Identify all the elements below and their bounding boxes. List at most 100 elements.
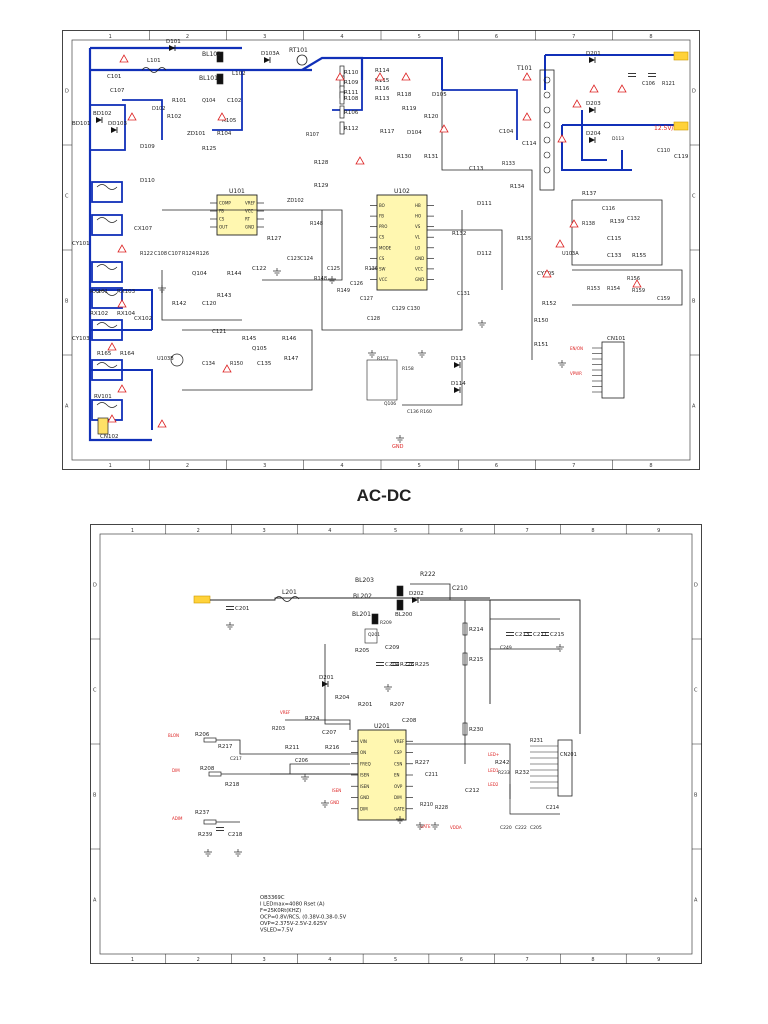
part-label: R106 — [344, 110, 359, 116]
part-label: R237 — [195, 810, 210, 816]
inductor — [274, 596, 300, 602]
part-label: BL203 — [355, 577, 374, 584]
design-note: F=25K0Rt(KHZ) — [260, 908, 301, 914]
part-label: Q104 — [192, 271, 207, 277]
part-label: R152 — [542, 301, 556, 307]
part-label: C210 — [452, 585, 468, 592]
warning-icon — [127, 112, 137, 121]
grid-marker: C — [694, 688, 698, 694]
pin-label: MODE — [379, 245, 392, 250]
part-label: BL200 — [395, 612, 413, 618]
grid-marker: 7 — [572, 34, 575, 40]
part-label: C123 — [287, 256, 300, 262]
part-label: R239 — [198, 832, 213, 838]
part-label: U103A — [562, 251, 579, 257]
inductor — [96, 264, 118, 270]
part-label: R230 — [469, 727, 484, 733]
grid-marker: 8 — [591, 957, 594, 963]
inductor — [96, 322, 118, 328]
part-label: R119 — [402, 106, 417, 112]
part-label: R204 — [335, 695, 350, 701]
part-label: R104 — [217, 131, 232, 137]
grid-marker: 8 — [649, 463, 652, 469]
part-label: R208 — [200, 766, 215, 772]
part-label: Q104 — [202, 98, 215, 104]
part-label: R216 — [325, 745, 340, 751]
part-label: C212 — [465, 788, 479, 794]
pin-label: ISEN — [360, 773, 369, 778]
winding — [543, 136, 551, 144]
ferrite-bead — [216, 51, 224, 63]
warning-icon — [107, 414, 117, 423]
part-label: R225 — [415, 662, 430, 668]
part-label: R209 — [380, 620, 392, 626]
warning-icon — [522, 112, 532, 121]
part-label: DD103 — [108, 121, 127, 127]
part-label: C101 — [107, 74, 121, 80]
wire — [427, 229, 503, 290]
ic-chip — [376, 194, 428, 291]
wire — [362, 57, 443, 90]
pin-label: EN — [394, 773, 400, 778]
part-label: C113 — [469, 166, 484, 172]
grid-marker: C — [692, 194, 696, 200]
design-note: OCP=0.8V/RCS, (0.38V-0.38-0.5V — [260, 915, 347, 921]
part-label: Q106 — [384, 401, 396, 407]
part-label: R110 — [344, 70, 359, 76]
part-label: C129 — [392, 306, 405, 312]
part-label: U201 — [374, 723, 390, 730]
pin-label: SW — [379, 266, 386, 271]
part-label: R224 — [305, 716, 320, 722]
part-label: C133 — [607, 253, 622, 259]
warning-icon — [572, 99, 582, 108]
pin-label: FB — [219, 209, 224, 214]
part-label: C106 — [642, 81, 655, 87]
grid-marker: 2 — [186, 34, 189, 40]
part-label: R111 — [344, 90, 358, 96]
part-label: R158 — [402, 366, 414, 372]
part-label: R109 — [344, 80, 359, 86]
grid-marker: B — [694, 793, 698, 799]
part-label: C205 — [530, 825, 542, 831]
part-label: C213 — [515, 632, 530, 638]
part-label: L102 — [232, 71, 246, 77]
part-label: D114 — [451, 381, 466, 387]
part-label: R231 — [530, 738, 543, 744]
part-label: R201 — [358, 702, 372, 708]
part-label: R151 — [534, 342, 548, 348]
diode — [589, 107, 595, 113]
design-note: OB3369C — [260, 895, 285, 901]
pin-label: CS — [219, 217, 225, 222]
part-label: R130 — [397, 154, 412, 160]
wire — [509, 784, 560, 815]
part-label: R242 — [495, 760, 509, 766]
grid-marker: 3 — [262, 957, 265, 963]
transformer — [539, 69, 555, 191]
block — [366, 359, 398, 401]
grid-marker: 2 — [186, 463, 189, 469]
part-label: R113 — [375, 96, 390, 102]
resistor — [203, 819, 217, 825]
diode — [111, 127, 117, 133]
part-label: C107 — [110, 88, 125, 94]
pin-label: FB — [379, 214, 384, 219]
resistor — [339, 121, 345, 135]
warning-icon — [589, 84, 599, 93]
part-label: L201 — [282, 589, 297, 596]
grid-marker: 6 — [460, 528, 463, 534]
part-label: R155 — [632, 253, 647, 259]
part-label: C108 — [154, 251, 167, 257]
part-label: VREF — [280, 710, 291, 715]
inductor — [96, 362, 118, 368]
wire — [212, 70, 243, 131]
part-label: RT101 — [289, 47, 308, 54]
ferrite-bead — [396, 585, 404, 597]
grid-marker: 1 — [131, 957, 134, 963]
part-label: D113 — [451, 356, 466, 362]
part-label: C120 — [202, 301, 217, 307]
warning-icon — [401, 72, 411, 81]
part-label: R107 — [306, 132, 319, 138]
wire — [289, 763, 350, 774]
part-label: C136 R160 — [407, 409, 432, 415]
